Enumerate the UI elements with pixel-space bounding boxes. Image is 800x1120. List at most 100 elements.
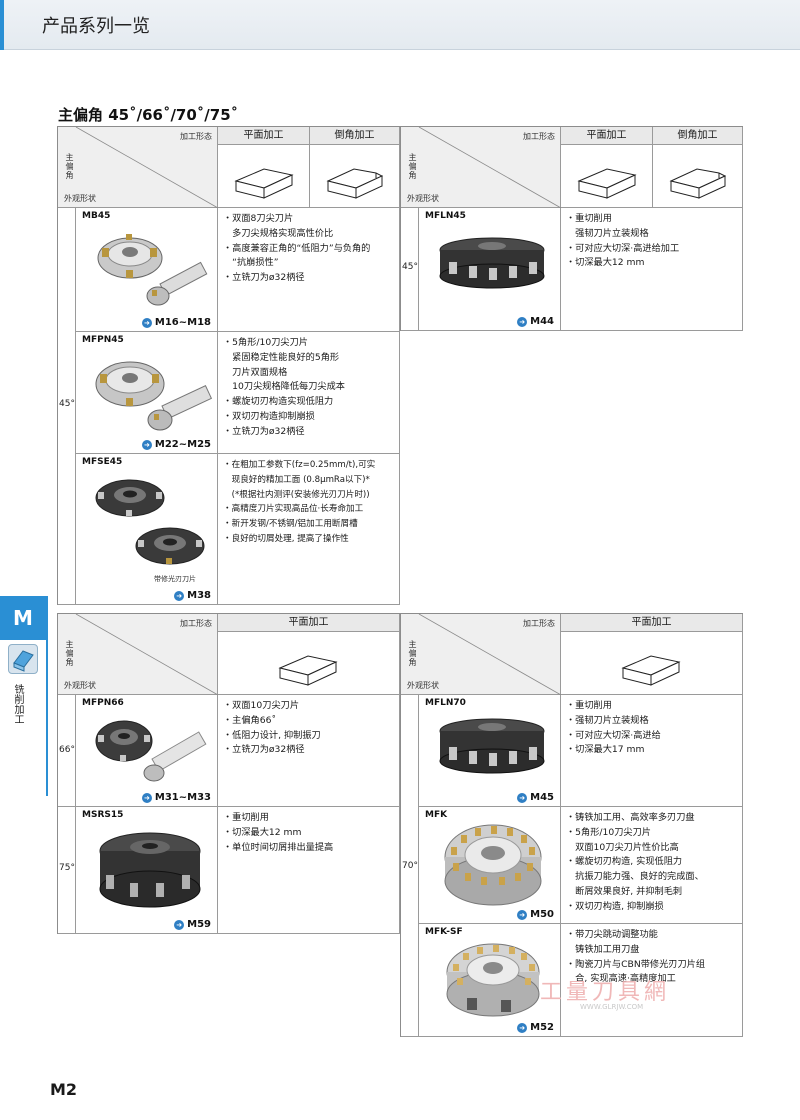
product-desc-mfln45: ・重切削用 强韧刀片立装规格 ・可对应大切深·高进给加工 ・切深最大12 mm xyxy=(561,208,743,331)
section-title: 主偏角 45˚/66˚/70˚/75˚ xyxy=(58,106,239,124)
processing-form-label: 加工形态 xyxy=(523,619,555,628)
product-desc-msrs15: ・重切削用 ・切深最大12 mm ・单位时间切屑排出量提高 xyxy=(218,807,400,934)
header-corner: 主偏角 加工形态 外观形状 xyxy=(58,127,218,208)
desc-list-mfln70: ・重切削用 ・强韧刀片立装规格 ・可对应大切深·高进给 ・切深最大17 mm xyxy=(566,699,738,758)
angle-66-label: 66° xyxy=(59,745,75,755)
appearance-shape-label: 外观形状 xyxy=(407,681,439,690)
mfpn45-cutter-image xyxy=(95,361,212,431)
face-milling-block-icon xyxy=(561,145,653,208)
main-angle-label: 主偏角 xyxy=(408,640,417,667)
col-face-milling: 平面加工 xyxy=(561,127,653,145)
processing-form-label: 加工形态 xyxy=(523,132,555,141)
desc-line: “抗崩损性” xyxy=(223,257,279,269)
angle-cell-70: 70° xyxy=(401,695,419,1037)
col-chamfer: 倒角加工 xyxy=(310,127,400,145)
arrow-right-icon: ➜ xyxy=(174,590,185,601)
desc-line: (*根据社内测评(安装修光刃刀片时)) xyxy=(223,489,370,500)
desc-line: ・切深最大12 mm xyxy=(223,826,302,838)
arrow-right-icon: ➜ xyxy=(517,792,528,803)
header-diagonal xyxy=(75,127,218,208)
product-name-mfk: MFK xyxy=(425,810,448,820)
face-milling-block-icon xyxy=(218,632,400,695)
table-70: 主偏角 加工形态 外观形状 平面加工 70° MFLN70 ➜M45 ・重切削用… xyxy=(400,613,743,1037)
ref-mfln45[interactable]: ➜M44 xyxy=(517,316,554,327)
ref-mfln70[interactable]: ➜M45 xyxy=(517,792,554,803)
processing-form-label: 加工形态 xyxy=(180,619,212,628)
desc-line: ・5角形/10刀尖刀片 xyxy=(223,337,308,348)
side-tab-text: 铣削加工 xyxy=(12,684,23,724)
product-name-mfpn66: MFPN66 xyxy=(82,698,124,708)
desc-line: 双面10刀尖刀片性价比高 xyxy=(566,841,679,853)
desc-line: ・铸铁加工用、高效率多刃刀盘 xyxy=(566,812,695,823)
ref-mfse45[interactable]: ➜M38 xyxy=(174,590,211,601)
table-45-left: 主偏角 加工形态 外观形状 平面加工 倒角加工 45° MB45 ➜M16~M1… xyxy=(57,126,400,605)
header-corner: 主偏角 加工形态 外观形状 xyxy=(58,614,218,695)
arrow-right-icon: ➜ xyxy=(517,1022,528,1033)
ref-mfksf[interactable]: ➜M52 xyxy=(517,1022,554,1033)
product-name-msrs15: MSRS15 xyxy=(82,810,124,820)
desc-list-mfpn66: ・双面10刀尖刀片 ・主偏角66˚ ・低阻力设计, 抑制振刀 ・立铣刀为ø32柄… xyxy=(223,699,395,758)
product-desc-mfpn66: ・双面10刀尖刀片 ・主偏角66˚ ・低阻力设计, 抑制振刀 ・立铣刀为ø32柄… xyxy=(218,695,400,807)
desc-line: 抗振刀能力强、良好的完成面、 xyxy=(566,871,704,883)
angle-45-label: 45° xyxy=(402,262,418,272)
desc-line: 现良好的精加工面 (0.8μmRa以下)* xyxy=(223,474,370,485)
mb45-cutter-image xyxy=(97,234,208,306)
product-name-mfksf: MFK-SF xyxy=(425,927,463,937)
product-desc-mfln70: ・重切削用 ・强韧刀片立装规格 ・可对应大切深·高进给 ・切深最大17 mm xyxy=(561,695,743,807)
product-name-mfpn45: MFPN45 xyxy=(82,335,124,345)
desc-line: ・单位时间切屑排出量提高 xyxy=(223,841,334,853)
desc-line: ・立铣刀为ø32柄径 xyxy=(223,272,305,284)
header-corner: 主偏角 加工形态 外观形状 xyxy=(401,614,561,695)
ref-mb45[interactable]: ➜M16~M18 xyxy=(141,317,211,328)
side-tab-line xyxy=(46,596,48,796)
desc-line: ・重切削用 xyxy=(566,700,612,711)
header-diagonal xyxy=(75,614,218,695)
desc-line: ・双切刃构造抑制崩损 xyxy=(223,410,315,422)
appearance-shape-label: 外观形状 xyxy=(64,681,96,690)
angle-cell-45: 45° xyxy=(401,208,419,331)
desc-line: ・立铣刀为ø32柄径 xyxy=(223,425,305,437)
product-image-mfse45: MFSE45 带修光刃刀片 ➜M38 xyxy=(76,454,218,605)
product-image-msrs15: MSRS15 ➜M59 xyxy=(76,807,218,934)
ref-msrs15[interactable]: ➜M59 xyxy=(174,919,211,930)
table-45-right: 主偏角 加工形态 外观形状 平面加工 倒角加工 45° MFLN45 ➜M44 … xyxy=(400,126,743,331)
header-diagonal xyxy=(418,614,561,695)
desc-line: ・双切刃构造, 抑制崩损 xyxy=(566,900,664,912)
header-corner: 主偏角 加工形态 外观形状 xyxy=(401,127,561,208)
col-face-milling: 平面加工 xyxy=(561,614,743,632)
product-name-mfln45: MFLN45 xyxy=(425,211,466,221)
page-number: M2 xyxy=(50,1080,78,1099)
face-milling-block-icon xyxy=(561,632,743,695)
desc-line: 强韧刀片立装规格 xyxy=(566,227,649,239)
desc-line: ・切深最大12 mm xyxy=(566,257,645,269)
ref-mfpn45[interactable]: ➜M22~M25 xyxy=(141,439,211,450)
product-image-mfln45: MFLN45 ➜M44 xyxy=(419,208,561,331)
desc-line: ・立铣刀为ø32柄径 xyxy=(223,744,305,756)
desc-line: 铸铁加工用刀盘 xyxy=(566,943,640,955)
side-tab-letter[interactable]: M xyxy=(0,596,46,640)
product-image-mfk: MFK ➜M50 xyxy=(419,807,561,924)
desc-line: ・重切削用 xyxy=(223,812,269,823)
main-angle-label: 主偏角 xyxy=(65,640,74,667)
desc-line: ・螺旋切刃构造实现低阻力 xyxy=(223,396,334,408)
product-name-mfse45: MFSE45 xyxy=(82,457,123,467)
angle-45-label: 45° xyxy=(59,399,75,409)
face-milling-block-icon xyxy=(218,145,310,208)
desc-line: 断屑效果良好, 并抑制毛刺 xyxy=(566,885,683,897)
desc-list-mfse45: ・在粗加工参数下(fz=0.25mm/t),可实 现良好的精加工面 (0.8μm… xyxy=(223,458,395,547)
angle-75-label: 75° xyxy=(59,863,75,873)
desc-line: ・切深最大17 mm xyxy=(566,744,645,756)
product-desc-mb45: ・双面8刀尖刀片 多刀尖规格实现高性价比 ・高度兼容正角的“低阻力”与负角的 “… xyxy=(218,208,400,332)
product-name-mfln70: MFLN70 xyxy=(425,698,466,708)
header-diagonal xyxy=(418,127,561,208)
desc-line: ・陶瓷刀片与CBN带修光刃刀片组 xyxy=(566,958,706,970)
ref-mfk[interactable]: ➜M50 xyxy=(517,909,554,920)
mfksf-cutter-image xyxy=(446,943,540,1017)
desc-line: ・重切削用 xyxy=(566,213,612,224)
page-header-title: 产品系列一览 xyxy=(42,16,150,37)
arrow-right-icon: ➜ xyxy=(517,316,528,327)
mfln45-cutter-image xyxy=(439,237,545,289)
mfpn66-cutter-image xyxy=(95,720,207,782)
ref-mfpn66[interactable]: ➜M31~M33 xyxy=(141,792,211,803)
desc-line: 紧固稳定性能良好的5角形 xyxy=(223,351,340,363)
